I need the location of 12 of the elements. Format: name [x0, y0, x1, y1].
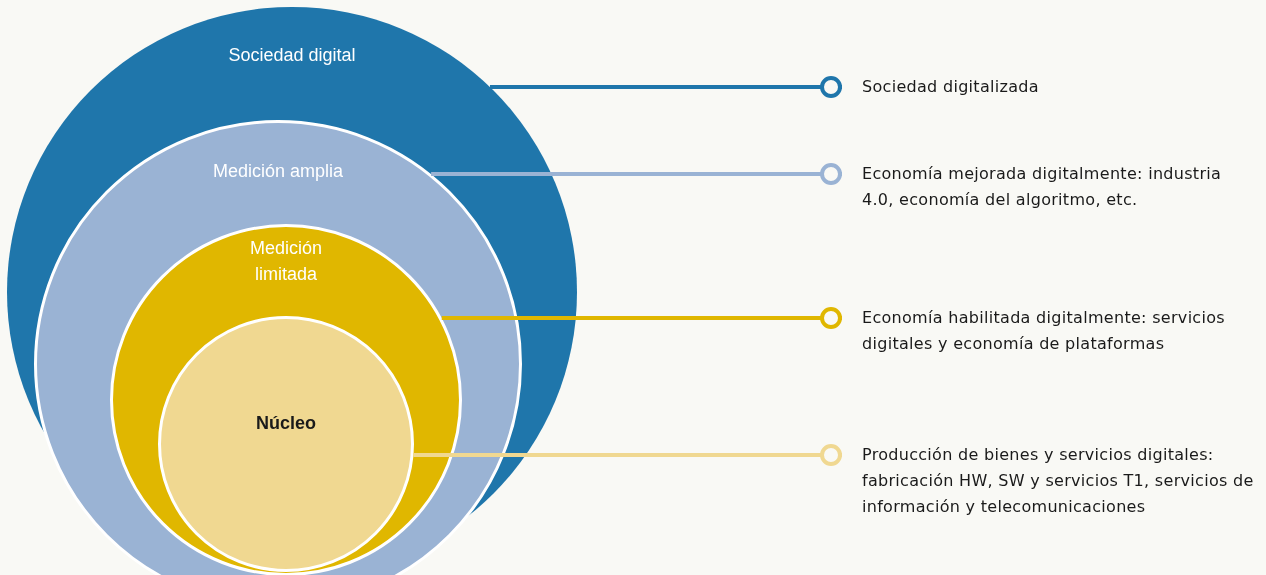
circle-label: Medición amplia — [211, 160, 345, 183]
circle-label: Núcleo — [255, 412, 317, 435]
description-text: Sociedad digitalizada — [862, 76, 1040, 98]
leader-line — [413, 444, 842, 466]
description-text: Economía habilitada digitalmente: servicios digitales y economía de plataformas — [862, 307, 1226, 355]
circle-label: Medición limitada — [248, 237, 323, 286]
description-text: Producción de bienes y servicios digitales: fabricación HW, SW y servicios T1, servicios de información y telecomunicaciones — [862, 444, 1255, 518]
leader-line — [490, 76, 842, 98]
circle-label: Sociedad digital — [227, 44, 357, 67]
description-text: Economía mejorada digitalmente: industria 4.0, economía del algoritmo, etc. — [862, 163, 1223, 211]
leader-line — [441, 307, 842, 329]
leader-line — [431, 163, 842, 185]
